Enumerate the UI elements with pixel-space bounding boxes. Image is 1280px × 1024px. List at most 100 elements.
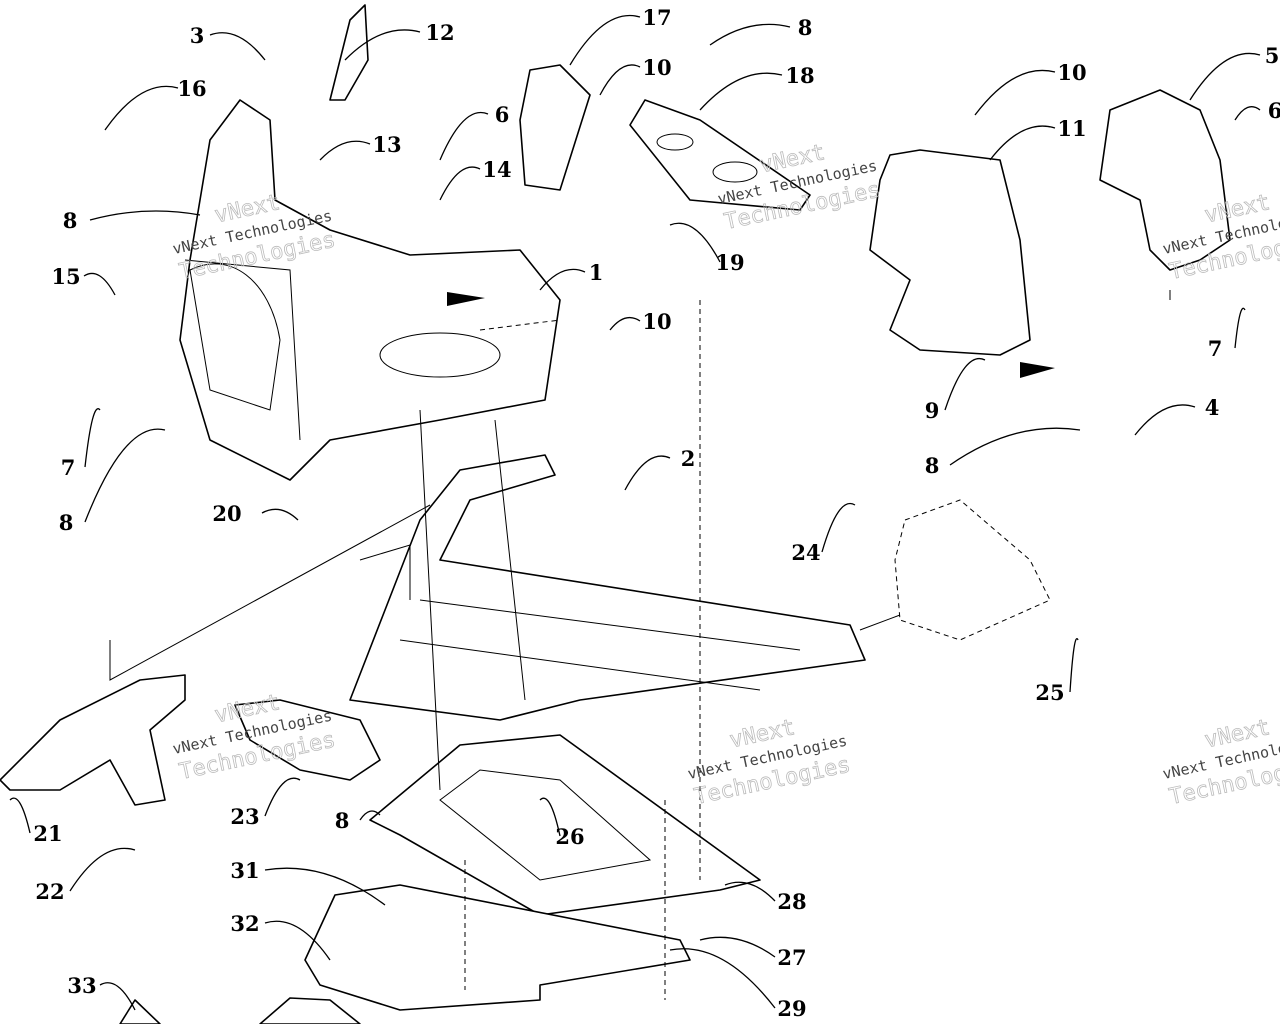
- leader-line: [261, 508, 299, 521]
- skid-plate: [369, 734, 761, 916]
- leader-line: [89, 210, 201, 221]
- front-arm-left: [0, 674, 186, 806]
- leader-line: [344, 29, 421, 61]
- callout-number: 10: [642, 309, 671, 334]
- leader-line: [669, 948, 776, 1009]
- leader-line: [609, 316, 641, 331]
- leader-line: [724, 881, 776, 902]
- leader-line: [989, 125, 1056, 161]
- leader-line: [99, 982, 136, 1011]
- callout-number: 15: [51, 264, 80, 289]
- leader-line: [821, 502, 856, 553]
- callout-number: 33: [67, 973, 96, 998]
- callout-number: 10: [1057, 60, 1086, 85]
- leader-line: [599, 64, 641, 96]
- windshield-bracket: [329, 4, 369, 101]
- callout-number: 6: [495, 102, 510, 127]
- callout-number: 14: [482, 157, 511, 182]
- steering-support: [1099, 89, 1231, 271]
- callout-number: 25: [1035, 680, 1064, 705]
- callout-number: 32: [230, 911, 259, 936]
- leader-line: [539, 797, 561, 837]
- leader-line: [1234, 307, 1246, 349]
- leader-line: [9, 797, 31, 834]
- callout-number: 13: [372, 132, 401, 157]
- main-frame: [349, 454, 866, 721]
- callout-number: 12: [425, 20, 454, 45]
- leader-line: [944, 357, 986, 411]
- callout-number: 18: [785, 63, 814, 88]
- callout-number: 5: [1265, 43, 1280, 68]
- callout-number: 1: [589, 260, 604, 285]
- leader-line: [69, 847, 136, 892]
- leader-line: [1234, 106, 1261, 121]
- callout-number: 24: [791, 540, 820, 565]
- callout-number: 6: [1268, 98, 1280, 123]
- callout-number: 29: [777, 996, 806, 1021]
- leader-line: [264, 867, 386, 906]
- callout-number: 2: [681, 446, 696, 471]
- callout-number: 8: [798, 15, 813, 40]
- connection-lines-dashed: [464, 300, 701, 1000]
- leader-line: [1134, 404, 1196, 436]
- leader-line: [359, 810, 381, 821]
- leader-line: [319, 140, 371, 161]
- front-arm-right: [234, 699, 381, 781]
- callout-number: 8: [335, 808, 350, 833]
- callout-number: 23: [230, 804, 259, 829]
- callout-number: 4: [1205, 395, 1220, 420]
- callout-number: 7: [1208, 336, 1223, 361]
- callout-number: 31: [230, 858, 259, 883]
- leader-line: [84, 408, 101, 468]
- leader-line: [104, 85, 179, 131]
- callout-number: 28: [777, 889, 806, 914]
- callout-number: 21: [33, 821, 62, 846]
- leader-line: [439, 111, 489, 161]
- leader-line: [83, 272, 116, 296]
- callout-number: 20: [212, 501, 241, 526]
- hood-latch: [119, 997, 361, 1024]
- leader-line: [699, 72, 783, 111]
- steering-plate: [629, 99, 811, 211]
- leader-line: [1069, 638, 1079, 693]
- leader-line: [709, 23, 791, 46]
- leader-line: [539, 268, 586, 291]
- callout-number: 17: [642, 5, 671, 30]
- callout-number: 7: [61, 455, 76, 480]
- callout-number: 9: [925, 398, 940, 423]
- leader-lines: [9, 15, 1261, 1011]
- instrument-pod: [519, 64, 591, 191]
- leader-line: [624, 455, 671, 491]
- leader-line: [949, 427, 1081, 466]
- callout-number: 22: [35, 879, 64, 904]
- leader-line: [699, 936, 776, 958]
- leader-line: [264, 777, 301, 817]
- lower-guard: [304, 884, 691, 1011]
- callout-number: 11: [1057, 116, 1086, 141]
- callout-number: 8: [925, 453, 940, 478]
- callout-number: 16: [177, 76, 206, 101]
- callout-number: 8: [59, 510, 74, 535]
- callout-number: 27: [777, 945, 806, 970]
- ecu-module: [869, 149, 1055, 378]
- leader-line: [84, 428, 166, 523]
- callout-number: 8: [63, 208, 78, 233]
- front-frame-bulkhead: [179, 99, 561, 481]
- callout-number: 26: [555, 824, 584, 849]
- leader-line: [569, 15, 641, 66]
- leader-line: [209, 32, 266, 61]
- leader-line: [1189, 52, 1261, 101]
- callout-number: 19: [715, 250, 744, 275]
- callout-number: 3: [190, 23, 205, 48]
- callout-number: 10: [642, 55, 671, 80]
- connection-lines: [109, 290, 1171, 791]
- leader-line: [439, 166, 481, 201]
- leader-line: [669, 222, 721, 263]
- leader-line: [974, 69, 1056, 116]
